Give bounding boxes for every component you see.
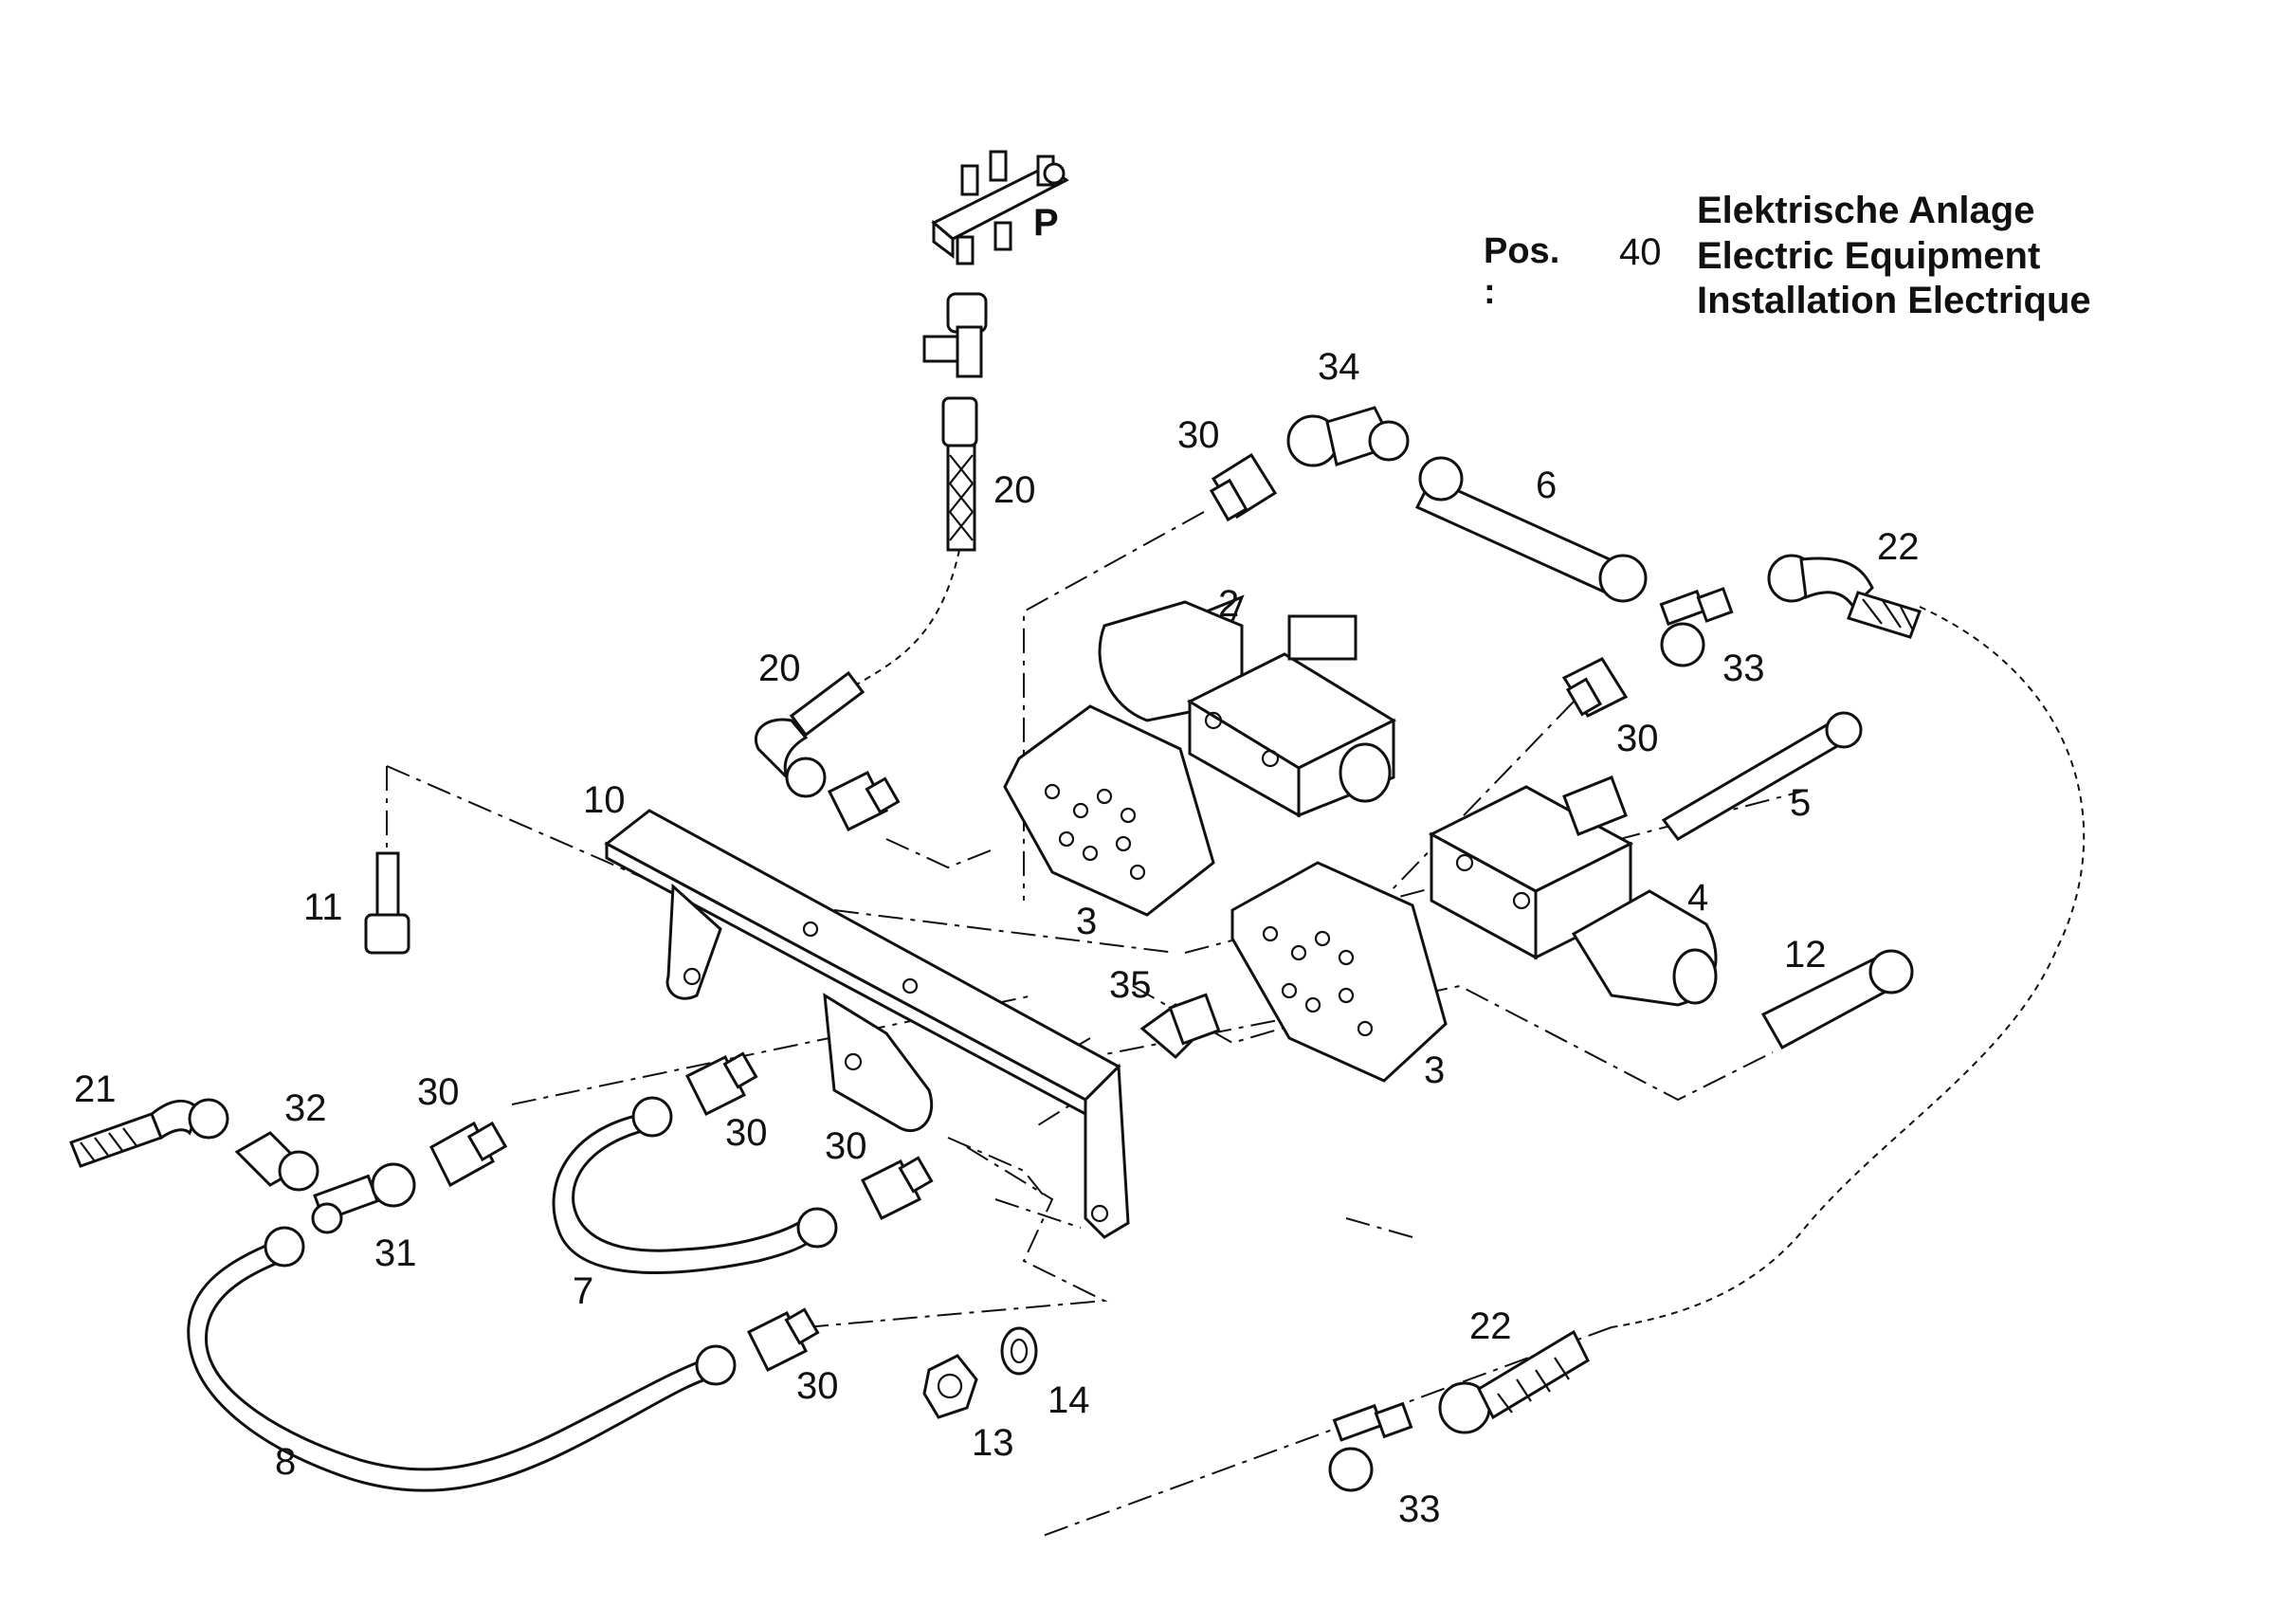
pipe-8 [187, 1226, 737, 1492]
hose-routes [805, 549, 2086, 1328]
solenoid-valve-2 [1098, 594, 1397, 818]
callout-33-top: 33 [1722, 648, 1765, 689]
fitting-30-bottom [746, 1307, 820, 1373]
callout-12: 12 [1784, 934, 1827, 976]
position-value: 40 [1619, 231, 1662, 273]
tee-fitting-33-bottom [1328, 1401, 1413, 1492]
tee-fitting-31 [311, 1162, 416, 1234]
nut-13 [922, 1354, 978, 1419]
pipe-7 [552, 1096, 838, 1274]
hose-22-bottom [1438, 1329, 1590, 1434]
callout-30-top: 30 [1177, 414, 1220, 456]
adapter-32 [234, 1131, 319, 1192]
callout-33-bottom: 33 [1398, 1488, 1441, 1530]
hose-21 [69, 1098, 229, 1168]
manifold-plate-3-lower [1230, 861, 1448, 1083]
fitting-30-center [684, 1051, 758, 1117]
callout-5: 5 [1790, 782, 1811, 824]
callout-22-top: 22 [1877, 526, 1920, 568]
fitting-20-lower [827, 770, 901, 832]
hose-20-vertical [941, 396, 978, 552]
mounting-bracket-10 [604, 809, 1130, 1239]
manifold-plate-3-upper [1003, 704, 1215, 917]
title-french: Installation Electrique [1697, 280, 2091, 321]
callout-3-upper: 3 [1076, 901, 1097, 942]
tee-fitting-top [922, 292, 988, 378]
fitting-30-lower-center [860, 1156, 934, 1221]
bolt-12 [1760, 949, 1914, 1050]
callout-20-elbow: 20 [758, 648, 801, 689]
callout-10: 10 [583, 779, 626, 821]
tee-fitting-33-top [1659, 587, 1734, 667]
hose-22-top [1767, 554, 1922, 639]
fitting-30-left-upper [429, 1121, 508, 1188]
callout-31: 31 [374, 1232, 417, 1274]
callout-7: 7 [573, 1270, 593, 1312]
callout-labels: P 20 20 34 30 6 22 2 33 30 5 10 11 3 4 1… [74, 202, 1920, 1530]
callout-2: 2 [1218, 583, 1239, 625]
distributor-block-p [931, 150, 1069, 265]
position-label: Pos. : [1484, 231, 1560, 312]
callout-20-vertical: 20 [993, 469, 1036, 511]
elbow-fitting-34 [1286, 406, 1410, 467]
callout-30-center: 30 [725, 1112, 768, 1154]
callout-4: 4 [1687, 877, 1708, 919]
callout-22-bottom: 22 [1469, 1305, 1512, 1347]
callout-6: 6 [1536, 465, 1557, 506]
bolt-5 [1661, 711, 1863, 841]
fitting-30-top [1209, 452, 1278, 522]
callout-3-lower: 3 [1424, 1049, 1445, 1091]
callout-30-left: 30 [417, 1071, 460, 1113]
callout-11: 11 [303, 886, 343, 928]
title-german: Elektrische Anlage [1697, 190, 2035, 231]
title-english: Electric Equipment [1697, 235, 2041, 277]
plug-35 [1139, 993, 1221, 1060]
callout-35: 35 [1109, 964, 1152, 1006]
callout-8: 8 [275, 1441, 296, 1483]
callout-30-lower-center: 30 [825, 1125, 867, 1167]
callout-14: 14 [1048, 1379, 1090, 1421]
callout-21: 21 [74, 1068, 117, 1110]
washer-14 [1000, 1326, 1038, 1376]
callout-32: 32 [284, 1087, 327, 1129]
callout-13: 13 [972, 1422, 1014, 1464]
pipe-6 [1414, 456, 1648, 603]
solenoid-valve-4 [1428, 776, 1718, 1007]
callout-34: 34 [1318, 346, 1360, 388]
bolt-11 [364, 851, 410, 955]
hose-20-elbow [755, 670, 866, 798]
callout-30-bottom: 30 [796, 1365, 839, 1407]
callout-30-mid: 30 [1616, 718, 1659, 759]
fitting-30-mid [1561, 657, 1629, 718]
callout-p: P [1033, 202, 1059, 244]
